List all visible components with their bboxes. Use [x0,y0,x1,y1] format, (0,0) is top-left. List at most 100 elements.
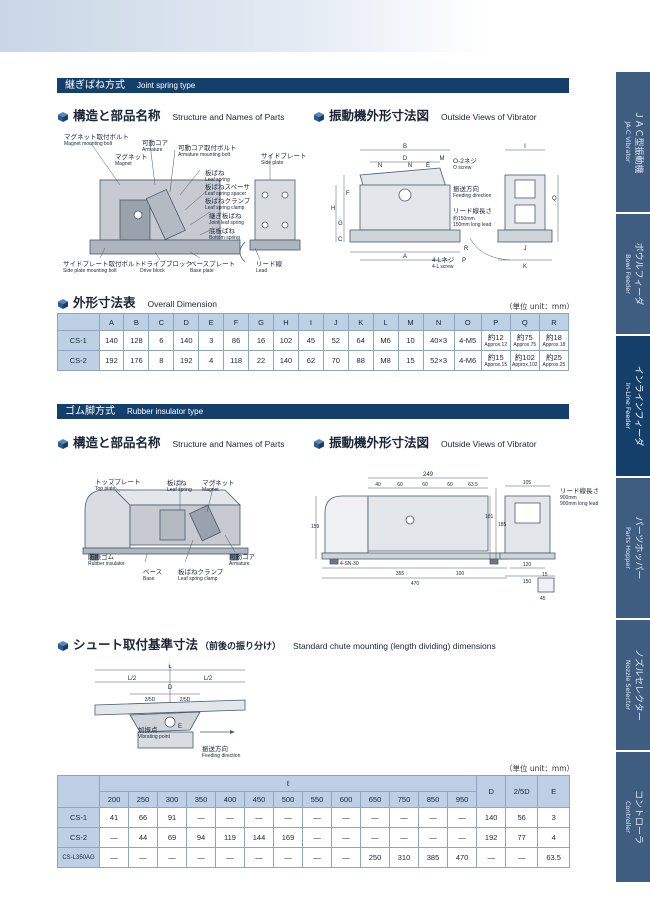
approx-jp: 約75 [516,332,533,342]
part-en: Leaf spring clamp [205,205,245,211]
table-cell: — [302,827,332,848]
dim-181: 181 [485,514,494,520]
part-en: Magnet [202,487,219,493]
header-cell: D [173,313,200,331]
l-value-header: 950 [446,791,478,808]
tab-en: Controller [624,801,632,833]
cube-icon [58,298,68,309]
table-cell: 64 [347,330,374,351]
joint-structure-drawing [89,141,301,263]
dim-letter-n: N [378,163,382,169]
part-jp: リード線 [256,261,282,268]
header-cell: J [322,313,349,331]
table-cell: — [244,807,274,828]
dim-470: 470 [411,581,420,587]
approx-en: Approx.75 [513,341,537,348]
table-cell: — [476,847,507,868]
section-title-jp: ゴム脚方式 [65,406,115,417]
table-row: CS-1 41 66 91 — — — — — — — — — — 140 56… [57,807,571,828]
table-cell: 6 [148,330,175,351]
table-row: CS-L350AG — — — — — — — — — 250 310 385 … [57,847,571,868]
chute-dim-l: L [168,664,172,670]
part-jp: ベース [143,569,163,576]
part-en: Leaf spring [205,177,230,183]
l-value-header: 750 [389,791,419,808]
part-en: Armature mounting bolt [178,152,230,158]
part-en: Side plate mounting bolt [63,268,117,274]
dim-letter-e: E [426,163,430,169]
part-en: Bottom spring [209,235,240,241]
top-banner [0,0,650,52]
chute-dim-e: E [178,724,182,730]
lead-en: 約150mm [453,216,475,222]
part-en: Base [143,576,155,582]
dim-249: 249 [423,472,434,478]
table-cell: 4-M5 [453,330,482,351]
dim-60c: 60 [447,482,453,488]
dim-letter-r: R [464,246,469,252]
row-label: CS-1 [57,330,100,351]
header-cell: N [422,313,455,331]
l-screw-en: 4-L screw [432,264,454,270]
table-cell: 4 [537,827,571,848]
dim-letter-q: Q [552,196,557,202]
rubber-outside-drawing: 249 40 60 60 60 63.5 159 181 185 4-SN-30… [311,472,556,602]
dim-letter-n2: N [408,163,412,169]
table-cell: 86 [223,330,250,351]
table-cell: 16 [248,330,274,351]
cube-icon [314,438,324,449]
table-cell: — [302,847,332,868]
part-jp: 可動コア [229,554,255,561]
dim-4-sn-30: 4-SN-30 [340,561,359,567]
dim-120: 120 [523,562,532,568]
heading-structure-jp: 構造と部品名称 [73,108,161,123]
cube-icon [58,640,68,651]
dim-letter-k: K [523,264,527,270]
table-cell: 52 [322,330,349,351]
l-screw-jp: 4-Lネジ [432,257,455,264]
section-title-en: Joint spring type [137,81,196,90]
table-cell: — [331,847,361,868]
table-cell: 250 [360,847,390,868]
table-cell: — [446,807,478,828]
heading-structure2-en: Structure and Names of Parts [172,439,285,449]
header-cell: R [538,313,570,331]
table-cell: 3 [198,330,225,351]
table-cell: 77 [505,827,539,848]
table-cell: — [389,827,419,848]
part-en: Lead [256,268,268,274]
table-cell: 44 [128,827,158,848]
d-header: D [476,775,507,808]
table-cell: 4-M6 [453,350,482,371]
header-cell: G [248,313,274,331]
table-cell: — [186,847,216,868]
header-cell: H [272,313,299,331]
part-jp: マグネット取付ボルト [64,134,129,141]
e-header: E [537,775,571,808]
heading-chute: シュート取付基準寸法（前後の振り分け）Standard chute mounti… [58,634,496,653]
dim-185: 185 [498,522,507,528]
vp-jp: 加振点 [138,727,158,734]
table-row: CS-2 192 176 8 192 4 118 22 140 62 70 88… [57,350,570,371]
table-cell: — [418,807,448,828]
overall-dimension-table: A B C D E F G H I J K L M N O P Q R CS-1… [57,313,570,371]
unit-label-2: （単位 unit：mm） [505,764,575,773]
